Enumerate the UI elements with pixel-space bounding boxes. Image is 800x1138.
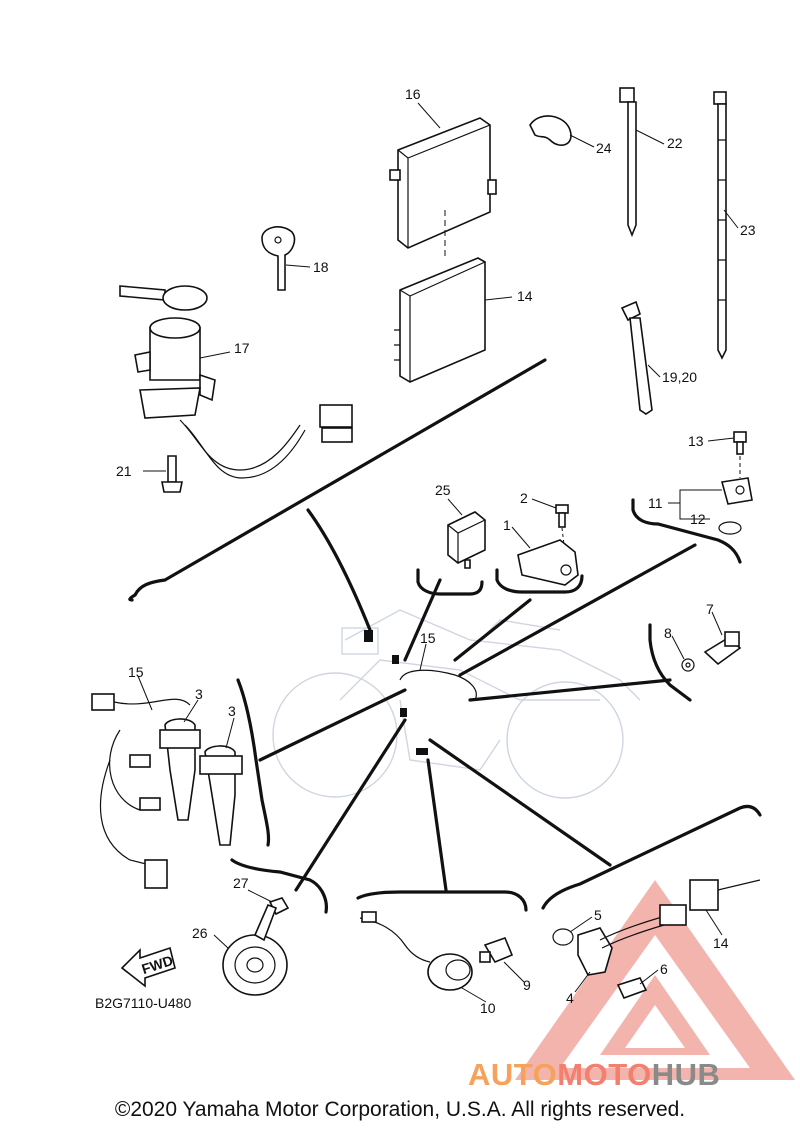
- callout-22: 22: [667, 135, 683, 151]
- cable-tie-23: [713, 91, 727, 360]
- callout-15-bike: 15: [420, 630, 436, 646]
- key-18: [261, 226, 296, 291]
- sensor-7-assembly: [681, 631, 742, 672]
- diagram-code: B2G7110-U480: [95, 995, 191, 1011]
- callout-10: 10: [480, 1000, 496, 1016]
- callout-8: 8: [664, 625, 672, 641]
- watermark-part-moto: MOTO: [557, 1057, 652, 1092]
- callout-9: 9: [523, 977, 531, 993]
- sensor-1-assembly: [517, 504, 579, 586]
- callout-7: 7: [706, 601, 714, 617]
- callout-4: 4: [566, 990, 574, 1006]
- sensor-11-assembly: [718, 431, 753, 535]
- callout-5: 5: [594, 907, 602, 923]
- bolt-21: [161, 455, 183, 493]
- callout-15-harness: 15: [128, 664, 144, 680]
- watermark-wordmark: AUTOMOTOHUB: [468, 1057, 720, 1093]
- callout-21: 21: [116, 463, 132, 479]
- copyright-notice: ©2020 Yamaha Motor Corporation, U.S.A. A…: [114, 1098, 686, 1121]
- callout-18: 18: [313, 259, 329, 275]
- callout-14-ecu: 14: [517, 288, 533, 304]
- callout-24: 24: [596, 140, 612, 156]
- callout-19-20: 19,20: [662, 369, 697, 385]
- ecu-unit-16: [389, 117, 497, 260]
- watermark-triangle-logo: [515, 880, 795, 1080]
- sensor-10-assembly: [359, 911, 514, 991]
- callout-27: 27: [233, 875, 249, 891]
- callout-leaders: [137, 102, 739, 1003]
- callout-26: 26: [192, 925, 208, 941]
- callout-13: 13: [688, 433, 704, 449]
- watermark-part-hub: HUB: [651, 1057, 721, 1092]
- callout-12: 12: [690, 511, 706, 527]
- sensor-4-assembly: [552, 879, 761, 1000]
- leader-lines: [258, 508, 697, 892]
- section-brackets: [128, 358, 762, 914]
- callout-1: 1: [503, 517, 511, 533]
- callout-2: 2: [520, 490, 528, 506]
- callout-11: 11: [648, 495, 663, 511]
- relay-25: [447, 511, 486, 569]
- callout-3-right: 3: [228, 703, 236, 719]
- watermark-part-auto: AUTO: [468, 1057, 558, 1092]
- callout-3-left: 3: [195, 686, 203, 702]
- callout-17: 17: [234, 340, 250, 356]
- ecu-unit-14: [394, 257, 486, 383]
- callout-16: 16: [405, 86, 421, 102]
- callout-14-connector: 14: [713, 935, 729, 951]
- main-switch-17: [119, 285, 353, 479]
- callout-23: 23: [740, 222, 756, 238]
- callout-labels: 16 14 17 18 21 24 22 23 19,20 13 11 12 2…: [95, 86, 756, 1016]
- motorcycle-silhouette: [272, 609, 641, 799]
- callout-25: 25: [435, 482, 451, 498]
- coil-harness-15: [91, 693, 243, 889]
- cable-tie-19-20: [620, 300, 653, 415]
- cable-tie-22: [619, 87, 637, 238]
- callout-6: 6: [660, 961, 668, 977]
- clamp-24: [529, 115, 572, 146]
- fwd-arrow-icon: [120, 946, 176, 988]
- horn-26-assembly: [222, 897, 290, 996]
